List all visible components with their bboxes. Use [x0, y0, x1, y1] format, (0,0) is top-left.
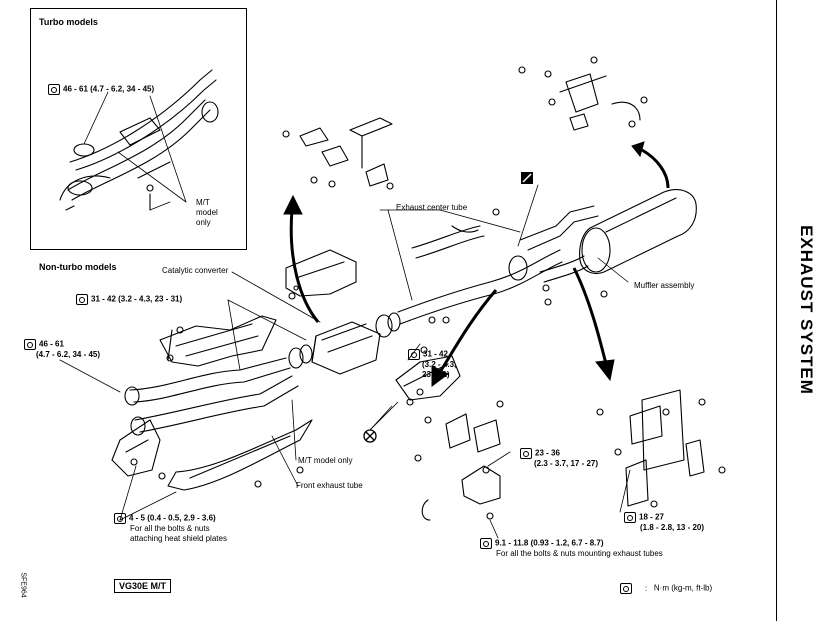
heat-shield-drawing — [111, 249, 461, 491]
torque-wrench-icon — [114, 513, 126, 524]
torque-wrench-icon — [480, 538, 492, 549]
front-exhaust-tube-label: Front exhaust tube — [296, 481, 363, 490]
torque-46-61: 46 - 61 — [24, 339, 64, 350]
right-mount-bracket-drawing — [596, 389, 726, 508]
torque-wrench-icon — [408, 349, 420, 360]
front-exhaust-tube-drawing — [124, 315, 299, 436]
torque-31-42-right-values1: (3.2 - 4.3, — [422, 360, 457, 369]
mt-model-only-label: M/T model only — [298, 456, 353, 465]
torque-23-36-values: (2.3 - 3.7, 17 - 27) — [534, 459, 599, 468]
page-code: SFE964 — [19, 572, 27, 598]
turbo-note-model: model — [196, 208, 218, 217]
torque-4-5: 4 - 5 (0.4 - 0.5, 2.9 - 3.6) — [114, 513, 216, 524]
center-tube-drawing — [397, 205, 599, 325]
torque-46-61-values: (4.7 - 6.2, 34 - 45) — [36, 350, 101, 359]
top-mount-bracket-drawing — [282, 117, 394, 190]
torque-18-27-values: (1.8 - 2.8, 13 - 20) — [640, 523, 705, 532]
muffler-assembly-label: Muffler assembly — [634, 281, 695, 290]
model-code-badge: VG30E M/T — [114, 579, 172, 593]
replace-nut-icon — [363, 429, 377, 443]
section-title: EXHAUST SYSTEM — [797, 225, 816, 395]
torque-wrench-icon — [24, 339, 36, 350]
torque-31-42-left: 31 - 42 (3.2 - 4.3, 23 - 31) — [76, 294, 182, 305]
direction-arrows — [283, 141, 670, 387]
torque-wrench-icon — [520, 448, 532, 459]
exhaust-center-tube-label: Exhaust center tube — [396, 203, 468, 212]
torque-18-27: 18 - 27 — [624, 512, 664, 523]
torque-wrench-icon — [48, 84, 60, 95]
torque-wrench-icon — [624, 512, 636, 523]
muffler-drawing — [539, 189, 697, 283]
middle-mount-bracket-drawing — [414, 400, 504, 521]
turbo-models-inset — [30, 8, 247, 250]
torque-31-42-right: 31 - 42 — [408, 349, 448, 360]
torque-wrench-icon — [620, 583, 632, 594]
torque-4-5-note2: attaching heat shield plates — [130, 534, 227, 543]
torque-4-5-note1: For all the bolts & nuts — [130, 524, 210, 533]
catalytic-converter-drawing — [288, 312, 401, 375]
torque-unit-legend: : N·m (kg-m, ft-lb) — [620, 583, 712, 594]
turbo-front-tube-drawing — [59, 69, 219, 211]
torque-9-11: 9.1 - 11.8 (0.93 - 1.2, 6.7 - 8.7) — [480, 538, 604, 549]
top-right-bracket-drawing — [518, 56, 648, 131]
leader-lines — [59, 91, 631, 539]
turbo-models-title: Turbo models — [39, 17, 98, 27]
torque-9-11-note: For all the bolts & nuts mounting exhaus… — [496, 549, 663, 558]
torque-wrench-icon — [76, 294, 88, 305]
bolts-drawing — [130, 208, 608, 488]
torque-31-42-right-values2: 23 - 31) — [422, 370, 450, 379]
torque-23-36: 23 - 36 — [520, 448, 560, 459]
turbo-note-mt: M/T — [196, 198, 210, 207]
turbo-note-only: only — [196, 218, 211, 227]
catalytic-converter-label: Catalytic converter — [162, 266, 229, 275]
turbo-torque-label: 46 - 61 (4.7 - 6.2, 34 - 45) — [48, 84, 154, 95]
page-divider — [776, 0, 777, 621]
nonturbo-models-title: Non-turbo models — [39, 262, 117, 272]
